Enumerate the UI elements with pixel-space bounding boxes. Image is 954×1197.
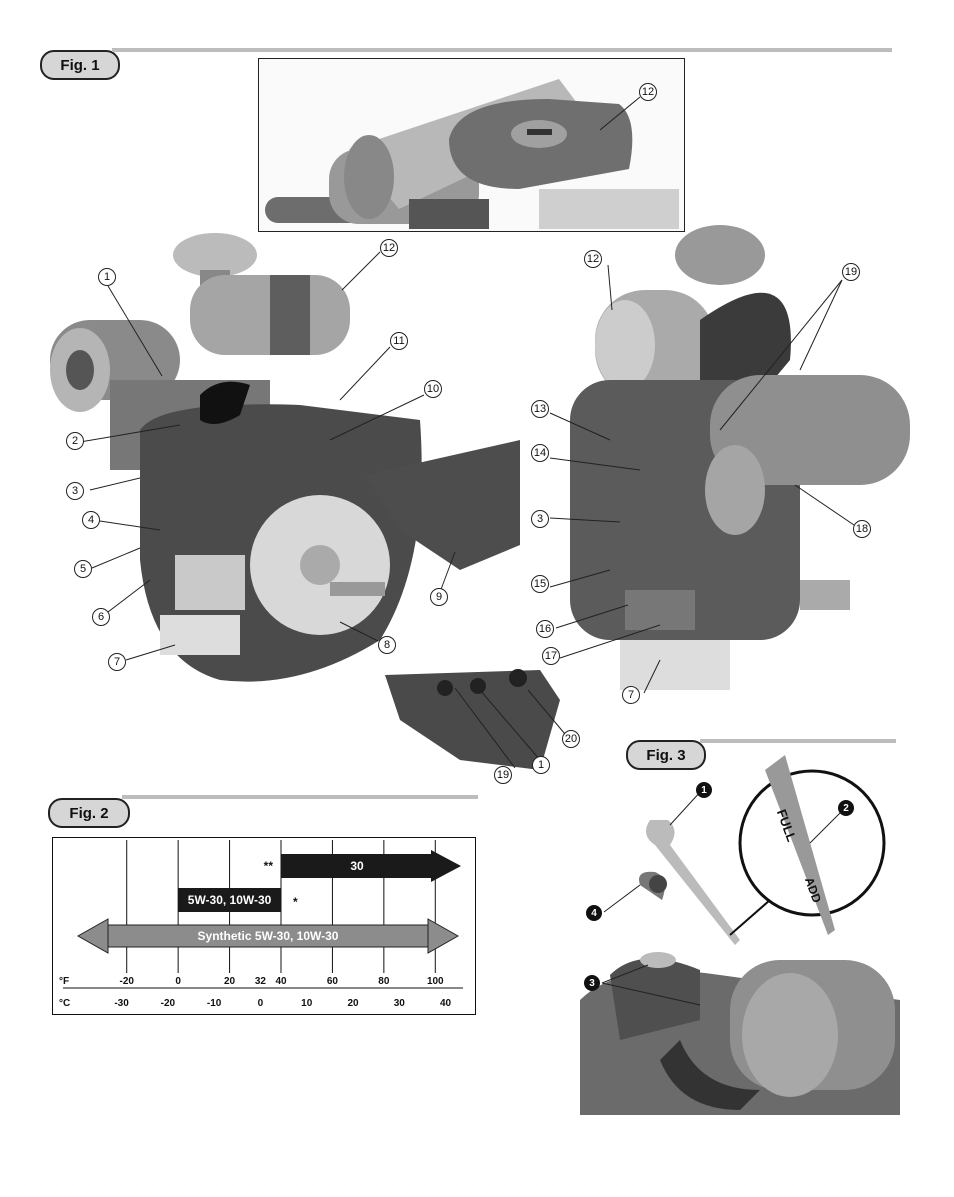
c-tick-label: 40 [440, 998, 452, 1009]
callout-10: 10 [424, 380, 442, 398]
callout-5: 5 [74, 560, 92, 578]
dipstick-engine-illustration [580, 755, 900, 1115]
callout-3-left: 3 [66, 482, 84, 500]
fig2-label: Fig. 2 [48, 798, 130, 828]
callout-3-right: 3 [531, 510, 549, 528]
f-tick-label: 32 [255, 976, 267, 987]
callout-7-right: 7 [622, 686, 640, 704]
c-tick-label: 20 [347, 998, 359, 1009]
callout-dipstick-2: 2 [838, 800, 854, 816]
callout-1-left: 1 [98, 268, 116, 286]
callout-13: 13 [531, 400, 549, 418]
left-engine-illustration [50, 233, 520, 682]
fig2-rule [122, 795, 478, 799]
f-tick-label: 100 [427, 976, 444, 987]
c-tick-label: -30 [114, 998, 129, 1009]
callout-1-panel: 1 [532, 756, 550, 774]
fig1-rule [112, 48, 892, 52]
f-tick-label: -20 [119, 976, 134, 987]
f-tick-label: 40 [275, 976, 287, 987]
f-tick-label: 20 [224, 976, 236, 987]
callout-12-inset: 12 [639, 83, 657, 101]
bar-30-note: ** [264, 859, 274, 873]
bar-5w30 [178, 888, 281, 912]
callout-8: 8 [378, 636, 396, 654]
c-tick-label: 30 [394, 998, 406, 1009]
viscosity-chart-svg: 30 ** 5W-30, 10W-30 * Synthetic 5W-30, 10W-3… [59, 840, 463, 1009]
callout-dipstick-3: 3 [584, 975, 600, 991]
fig1-inset [258, 58, 685, 232]
bar-synthetic-left-arrow [76, 918, 109, 954]
f-tick-label: 0 [175, 976, 181, 987]
callout-6: 6 [92, 608, 110, 626]
unit-f: °F [59, 976, 69, 987]
c-tick-label: -10 [207, 998, 222, 1009]
callout-17: 17 [542, 647, 560, 665]
bar-30 [281, 854, 433, 878]
callout-4: 4 [82, 511, 100, 529]
callout-11: 11 [390, 332, 408, 350]
leader-lines [79, 96, 855, 1006]
f-tick-label: 60 [327, 976, 339, 987]
bar-synthetic-right-arrow [427, 918, 460, 954]
muffler-illustration [265, 79, 679, 229]
callout-19-right: 19 [842, 263, 860, 281]
callout-16: 16 [536, 620, 554, 638]
c-tick-label: 10 [301, 998, 313, 1009]
right-engine-illustration [570, 225, 910, 690]
unit-c: °C [59, 998, 70, 1009]
bar-synthetic-label: Synthetic 5W-30, 10W-30 [198, 929, 339, 943]
c-tick-label: 0 [258, 998, 264, 1009]
fig3-label: Fig. 3 [626, 740, 706, 770]
fig1-label: Fig. 1 [40, 50, 120, 80]
callout-19-panel: 19 [494, 766, 512, 784]
control-panel-illustration [385, 669, 560, 770]
callout-12-right: 12 [584, 250, 602, 268]
callout-7-left: 7 [108, 653, 126, 671]
callout-15: 15 [531, 575, 549, 593]
bar-30-arrow [431, 850, 461, 882]
callout-9: 9 [430, 588, 448, 606]
callout-20: 20 [562, 730, 580, 748]
bar-30-label: 30 [350, 859, 364, 873]
callout-dipstick-1: 1 [696, 782, 712, 798]
callout-2: 2 [66, 432, 84, 450]
callout-dipstick-4: 4 [586, 905, 602, 921]
callout-12-left: 12 [380, 239, 398, 257]
bar-5w30-note: * [293, 895, 298, 909]
f-tick-label: 80 [378, 976, 390, 987]
callout-18: 18 [853, 520, 871, 538]
oil-viscosity-chart: 30 ** 5W-30, 10W-30 * Synthetic 5W-30, 10W-3… [52, 837, 476, 1015]
c-tick-label: -20 [161, 998, 176, 1009]
bar-5w30-label: 5W-30, 10W-30 [188, 893, 272, 907]
fig3-rule [700, 739, 896, 743]
callout-14: 14 [531, 444, 549, 462]
